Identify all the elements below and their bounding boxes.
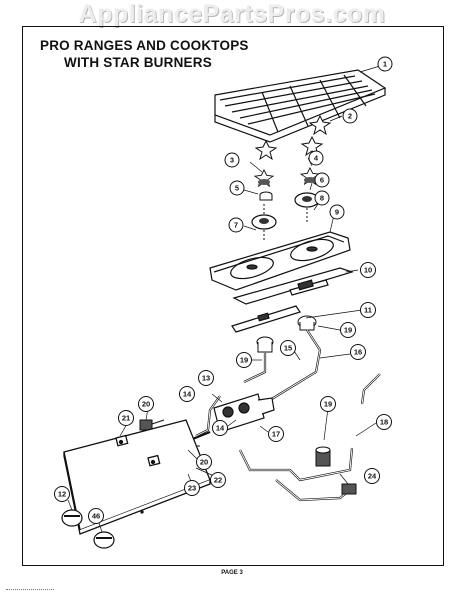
svg-text:14: 14 <box>183 390 192 399</box>
callout-3: 3 <box>224 152 240 168</box>
svg-text:15: 15 <box>284 344 292 353</box>
pressure-regulator <box>315 446 331 467</box>
front-control-panel <box>63 419 211 535</box>
orifice-fitting <box>256 336 274 353</box>
svg-text:9: 9 <box>335 208 339 217</box>
svg-text:10: 10 <box>364 266 372 275</box>
svg-text:3: 3 <box>230 156 234 165</box>
diagram-frame <box>22 26 444 566</box>
callout-14: 14 <box>179 386 195 402</box>
burner-pan-lower <box>232 267 354 305</box>
callout-19-left: 19 <box>236 352 252 368</box>
star-burner-cap-left <box>255 140 277 160</box>
svg-text:11: 11 <box>364 306 372 315</box>
leader-lines <box>67 157 377 533</box>
valve-24 <box>341 483 357 495</box>
burner-base-left <box>259 191 273 201</box>
svg-text:1: 1 <box>383 60 387 69</box>
callout-2: 2 <box>342 108 358 124</box>
page-number: PAGE 3 <box>221 570 243 576</box>
callout-12: 12 <box>54 486 70 502</box>
svg-text:20: 20 <box>200 458 208 467</box>
callout-13: 13 <box>198 370 214 386</box>
gas-tubing-outline <box>195 329 381 501</box>
gas-valve-orifice <box>297 315 317 331</box>
callout-46: 46 <box>88 508 104 524</box>
callout-14b: 14 <box>212 420 228 436</box>
svg-text:8: 8 <box>320 194 324 203</box>
mounting-bracket <box>231 305 301 333</box>
svg-text:14: 14 <box>216 424 225 433</box>
callout-20-upper: 20 <box>138 396 154 412</box>
callout-5: 5 <box>229 180 245 196</box>
svg-text:24: 24 <box>368 472 377 481</box>
svg-text:19: 19 <box>324 400 332 409</box>
callout-24: 24 <box>364 468 380 484</box>
svg-text:5: 5 <box>235 184 239 193</box>
svg-text:23: 23 <box>188 484 196 493</box>
callout-6: 6 <box>314 172 330 188</box>
callout-21: 21 <box>118 410 134 426</box>
title-line-2: WITH STAR BURNERS <box>64 55 212 70</box>
svg-text:13: 13 <box>202 374 210 383</box>
callout-22: 22 <box>210 472 226 488</box>
callout-4: 4 <box>308 150 324 166</box>
callout-23: 23 <box>184 480 200 496</box>
burner-base-left-lower <box>251 214 277 230</box>
svg-text:19: 19 <box>344 326 352 335</box>
svg-text:2: 2 <box>348 112 352 121</box>
callout-8: 8 <box>314 190 330 206</box>
callout-10: 10 <box>360 262 376 278</box>
svg-text:22: 22 <box>214 476 222 485</box>
svg-text:7: 7 <box>234 221 238 230</box>
callout-9: 9 <box>329 204 345 220</box>
title-line-1: PRO RANGES AND COOKTOPS <box>40 38 249 53</box>
callout-16: 16 <box>350 344 366 360</box>
svg-text:4: 4 <box>314 154 319 163</box>
watermark: AppliancePartsPros.com <box>78 0 386 28</box>
callout-1: 1 <box>377 56 393 72</box>
svg-text:12: 12 <box>58 490 66 499</box>
svg-text:21: 21 <box>122 414 130 423</box>
callout-17: 17 <box>268 426 284 442</box>
callout-7: 7 <box>228 217 244 233</box>
control-knob-46 <box>93 531 115 549</box>
svg-text:20: 20 <box>142 400 150 409</box>
callout-19-upper: 19 <box>340 322 356 338</box>
svg-text:6: 6 <box>320 176 324 185</box>
callout-15: 15 <box>280 340 296 356</box>
footer-rule <box>6 589 54 590</box>
callout-19-lower: 19 <box>320 396 336 412</box>
svg-text:17: 17 <box>272 430 280 439</box>
callout-11: 11 <box>360 302 376 318</box>
callout-18: 18 <box>376 414 392 430</box>
callout-20-lower: 20 <box>196 454 212 470</box>
burner-top-pan <box>209 231 351 291</box>
control-knob-12 <box>61 509 83 527</box>
svg-text:18: 18 <box>380 418 388 427</box>
svg-text:46: 46 <box>92 512 100 521</box>
svg-text:16: 16 <box>354 348 362 357</box>
cooking-grate <box>214 69 387 143</box>
svg-text:19: 19 <box>240 356 248 365</box>
